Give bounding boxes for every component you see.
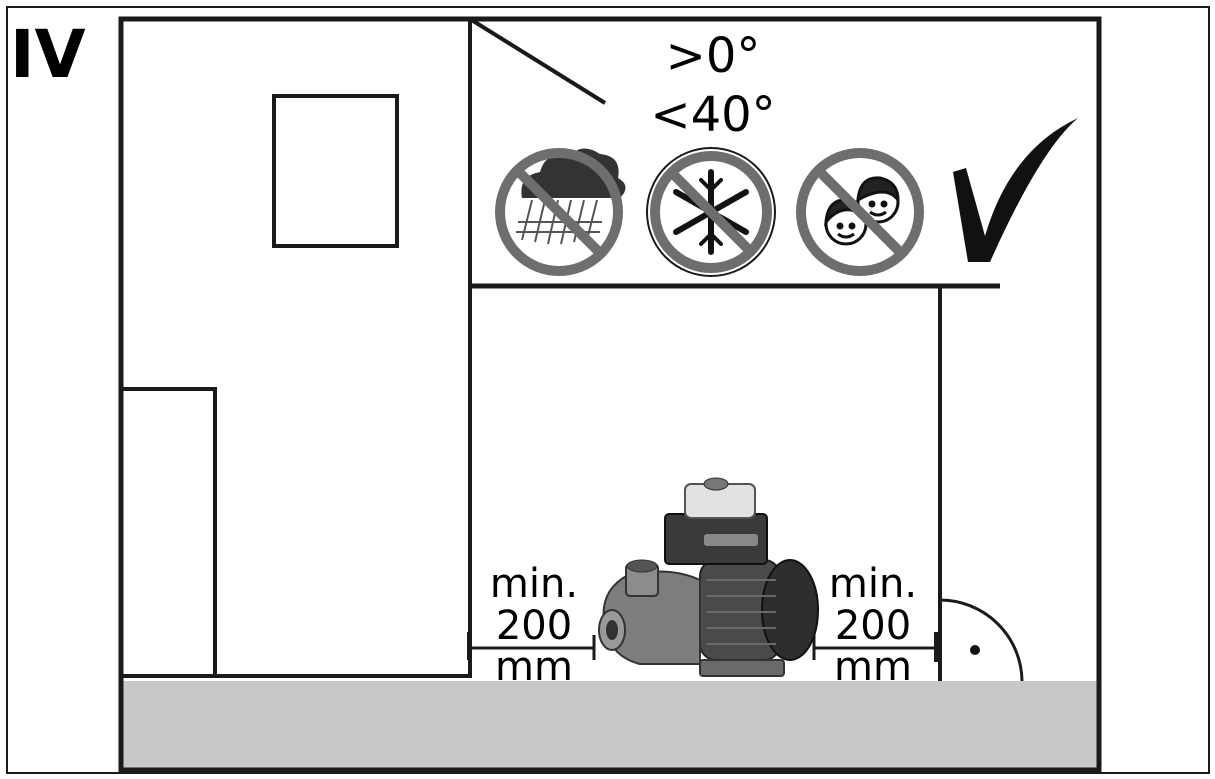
- clearance-left-unit: mm: [495, 644, 573, 690]
- temperature-max: <40°: [650, 87, 775, 143]
- clearance-left-wall-mark: [467, 632, 472, 660]
- panel-label: IV: [10, 16, 86, 93]
- door: [121, 387, 217, 676]
- temperature-min: >0°: [666, 28, 761, 84]
- clearance-left-min: min.: [490, 561, 578, 607]
- room-outline: [118, 16, 1102, 773]
- clearance-right-value: 200: [835, 603, 911, 649]
- clearance-right-unit: mm: [834, 644, 912, 690]
- right-angle-icon: [939, 598, 1024, 682]
- outer-frame: [6, 6, 1210, 774]
- children-faces-icon: [824, 176, 900, 246]
- no-children-sign: [796, 148, 924, 276]
- roof-slope: [468, 17, 607, 105]
- pump-icon: [598, 477, 819, 677]
- floor: [121, 681, 1097, 769]
- checkmark-icon: [953, 118, 1078, 262]
- window: [272, 94, 399, 248]
- no-rain-sign: [495, 148, 626, 276]
- clearance-left-value: 200: [496, 603, 572, 649]
- no-frost-sign: [646, 147, 776, 277]
- clearance-right-min: min.: [829, 561, 917, 607]
- rain-cloud-icon: [516, 148, 626, 245]
